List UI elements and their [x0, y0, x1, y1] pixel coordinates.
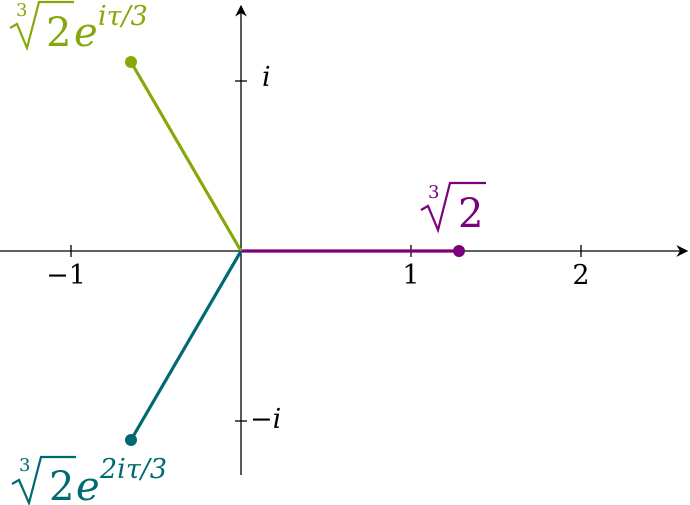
x-tick-label-minus1: −1 — [46, 260, 86, 291]
radical-sign — [420, 181, 486, 234]
root-label-upper: 3 2 e iτ/3 — [9, 0, 148, 56]
exp-base: e — [76, 464, 100, 505]
root-vector-upper — [129, 61, 243, 252]
x-tick-label-2: 2 — [572, 260, 589, 291]
root-index: 3 — [16, 0, 27, 21]
exp-base: e — [74, 10, 98, 56]
y-tick-label-i: i — [262, 62, 271, 93]
root-point-upper — [125, 56, 137, 68]
y-tick-label-minus-i: −i — [250, 404, 281, 435]
root-point-lower — [125, 434, 137, 446]
root-point-real — [453, 245, 465, 257]
x-tick-label-1: 1 — [402, 260, 419, 291]
exponent: iτ/3 — [98, 1, 148, 32]
exponent: 2iτ/3 — [99, 454, 167, 485]
radicand: 2 — [49, 464, 74, 505]
y-ticks — [235, 80, 247, 422]
root-index: 3 — [428, 182, 439, 203]
root-label-real: 3 2 — [420, 181, 486, 237]
root-vector-lower — [129, 250, 243, 441]
radical-sign — [11, 455, 76, 505]
radical-sign — [9, 0, 74, 52]
root-index: 3 — [19, 455, 30, 476]
radicand: 2 — [46, 10, 71, 56]
radicand: 2 — [458, 191, 483, 237]
root-label-lower: 3 2 e 2iτ/3 — [11, 454, 167, 505]
